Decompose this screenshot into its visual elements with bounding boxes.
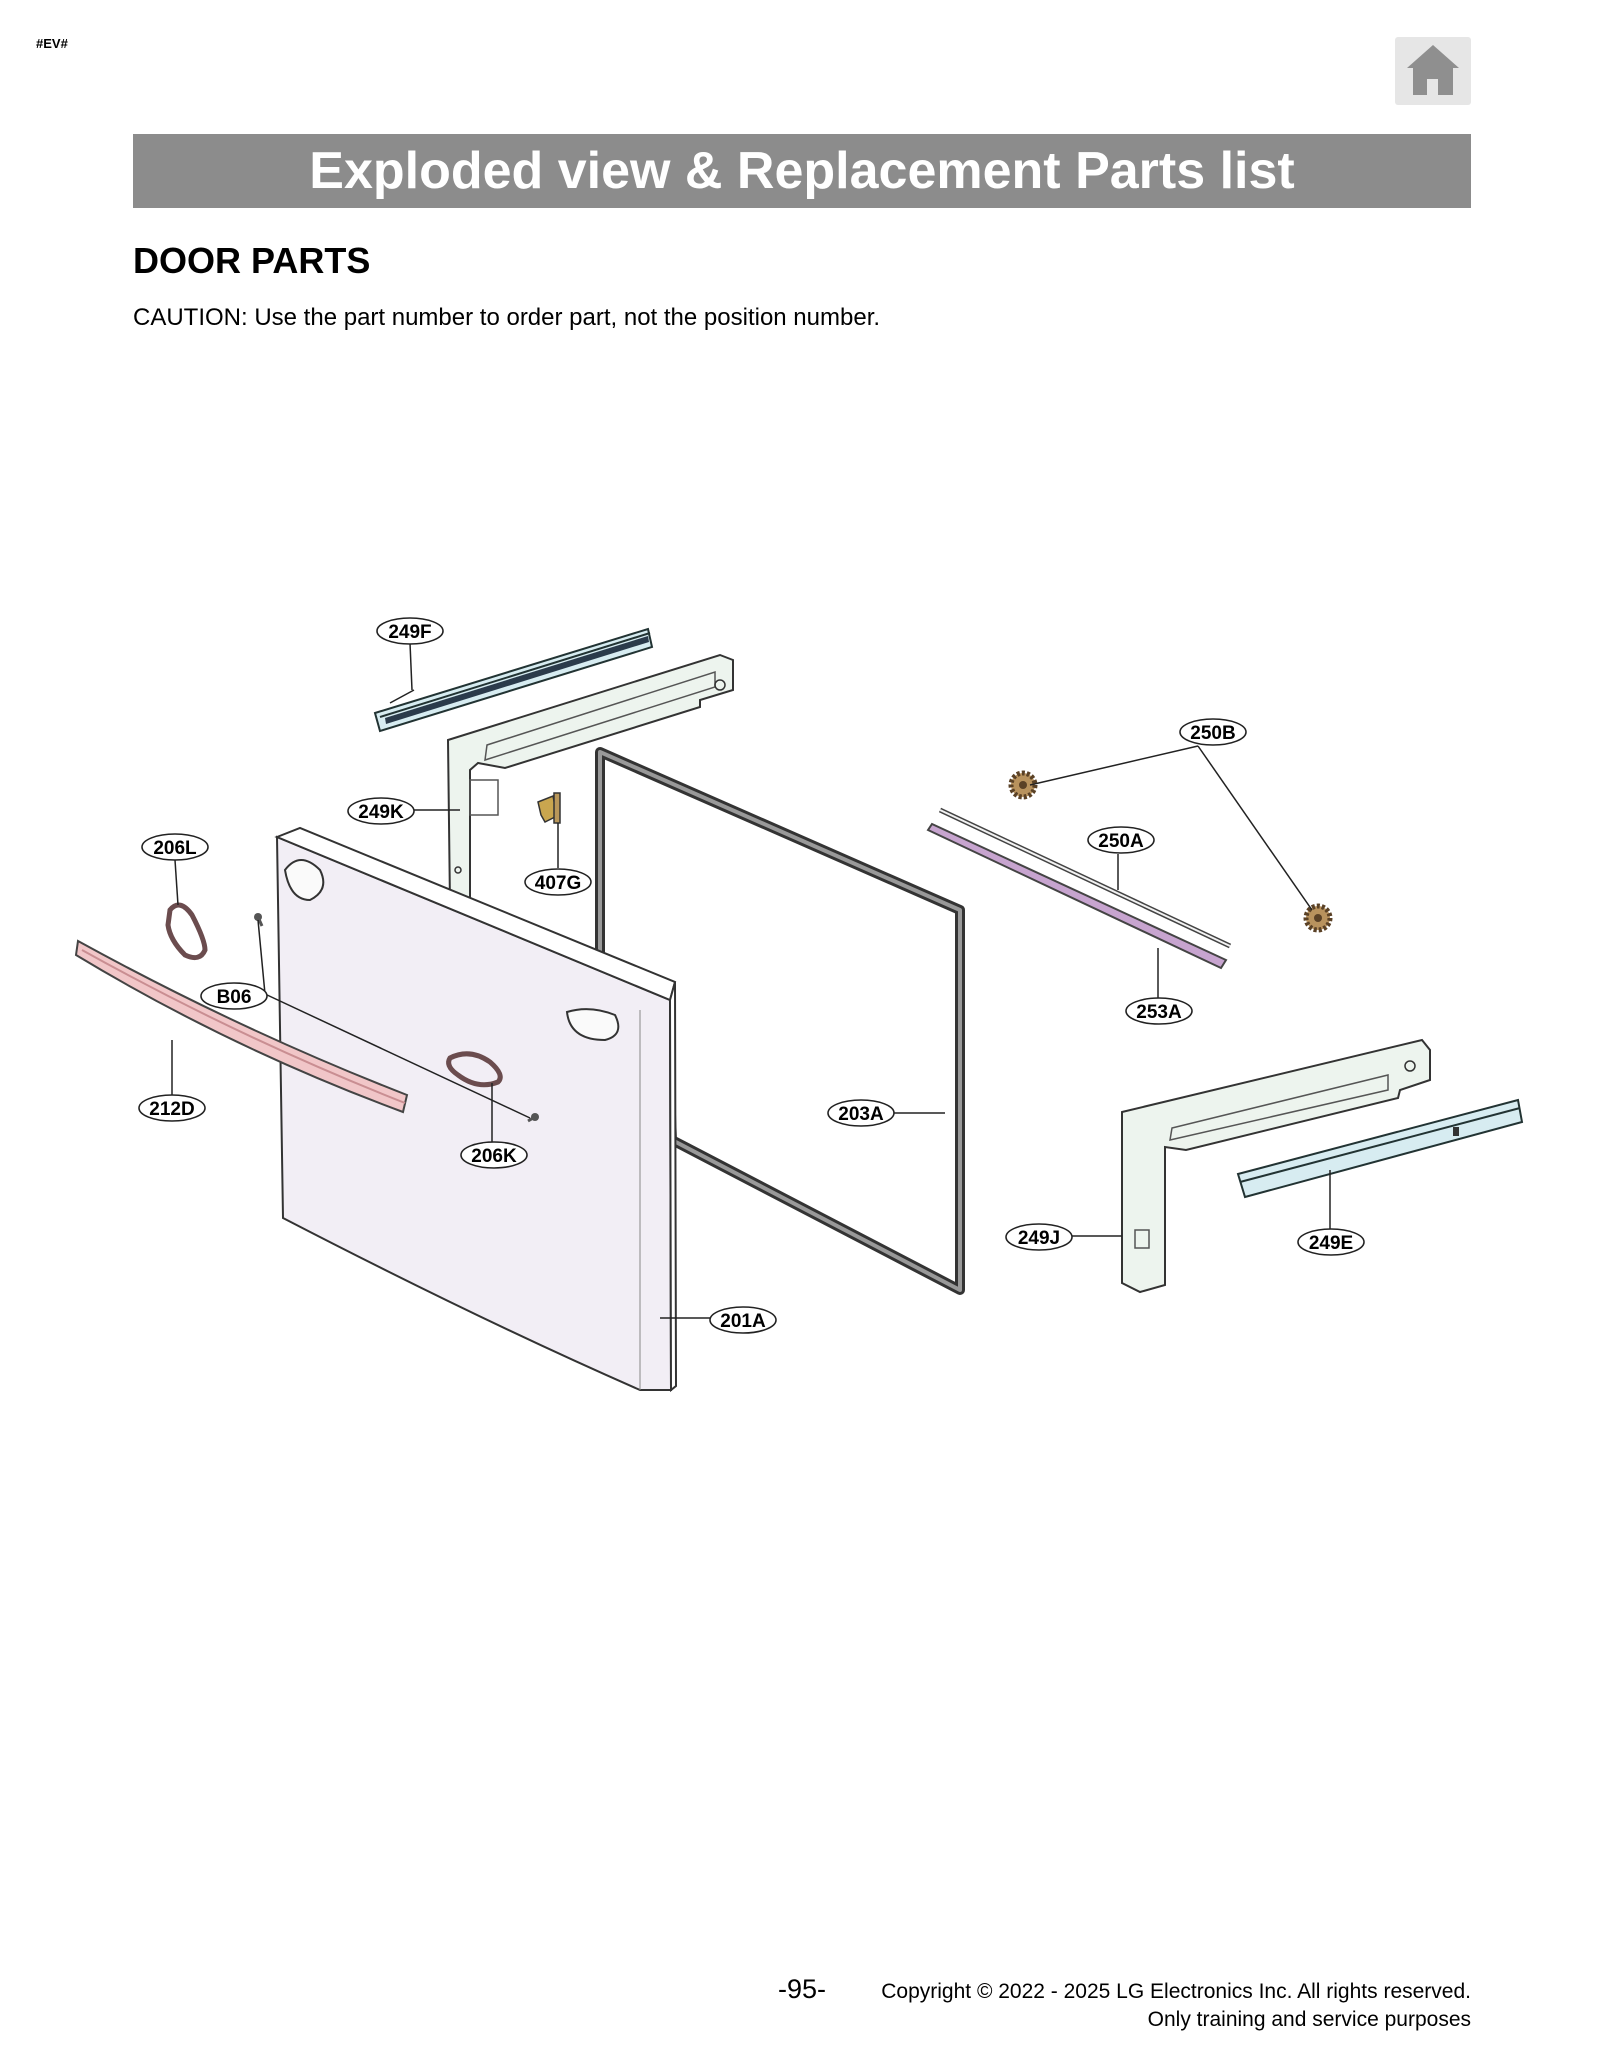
label-206L: 206L: [153, 838, 197, 859]
leader-lines: [171, 642, 1331, 1319]
label-249F: 249F: [388, 622, 431, 643]
door-bracket-249J: [1121, 1038, 1431, 1294]
callout-206K: [460, 1141, 528, 1169]
callout-201A: [709, 1306, 777, 1334]
label-212D: 212D: [149, 1099, 194, 1120]
door-panel-201A: [274, 826, 678, 1393]
copyright-footer: Copyright © 2022 - 2025 LG Electronics I…: [881, 1978, 1471, 2034]
door-handle-212D: [74, 939, 409, 1114]
label-203A: 203A: [838, 1104, 884, 1125]
home-icon: [1407, 45, 1459, 95]
handle-cap-206K: [446, 1051, 503, 1088]
callout-249J: [1005, 1223, 1073, 1251]
callout-253A: [1125, 997, 1193, 1025]
callout-B06: [200, 982, 268, 1010]
page-banner: Exploded view & Replacement Parts list: [133, 134, 1471, 208]
label-249E: 249E: [1309, 1233, 1353, 1254]
callout-212D: [138, 1094, 206, 1122]
callout-250B: [1179, 718, 1247, 746]
home-button[interactable]: [1395, 37, 1471, 105]
callout-407G: [524, 868, 592, 896]
gears-250B: [1008, 770, 1333, 933]
label-249J: 249J: [1018, 1228, 1060, 1249]
section-title: DOOR PARTS: [133, 240, 371, 281]
label-250B: 250B: [1190, 723, 1235, 744]
callout-206L: [141, 833, 209, 861]
slide-rail-249E: [1236, 1098, 1524, 1199]
copyright-text: Copyright © 2022 - 2025 LG Electronics I…: [881, 1980, 1471, 2003]
rod-253A: [926, 822, 1228, 970]
label-250A: 250A: [1098, 831, 1144, 852]
callout-249K: [347, 797, 415, 825]
shaft-250A: [938, 807, 1232, 949]
callout-203A: [827, 1099, 895, 1127]
callout-249F: [376, 617, 444, 645]
screws-B06: [254, 913, 539, 1123]
hinge-407G: [537, 792, 561, 824]
label-249K: 249K: [358, 802, 404, 823]
usage-note: Only training and service purposes: [1147, 2008, 1471, 2031]
label-407G: 407G: [535, 873, 581, 894]
label-201A: 201A: [720, 1311, 766, 1332]
page-number: -95-: [778, 1974, 827, 2004]
handle-cap-206L: [165, 902, 208, 961]
label-206K: 206K: [471, 1146, 517, 1167]
slide-rail-249F: [373, 627, 654, 733]
caution-note: CAUTION: Use the part number to order pa…: [133, 304, 881, 331]
document-tag: #EV#: [36, 36, 68, 51]
label-B06: B06: [217, 987, 252, 1008]
label-253A: 253A: [1136, 1002, 1182, 1023]
callout-249E: [1297, 1228, 1365, 1256]
callout-250A: [1087, 826, 1155, 854]
